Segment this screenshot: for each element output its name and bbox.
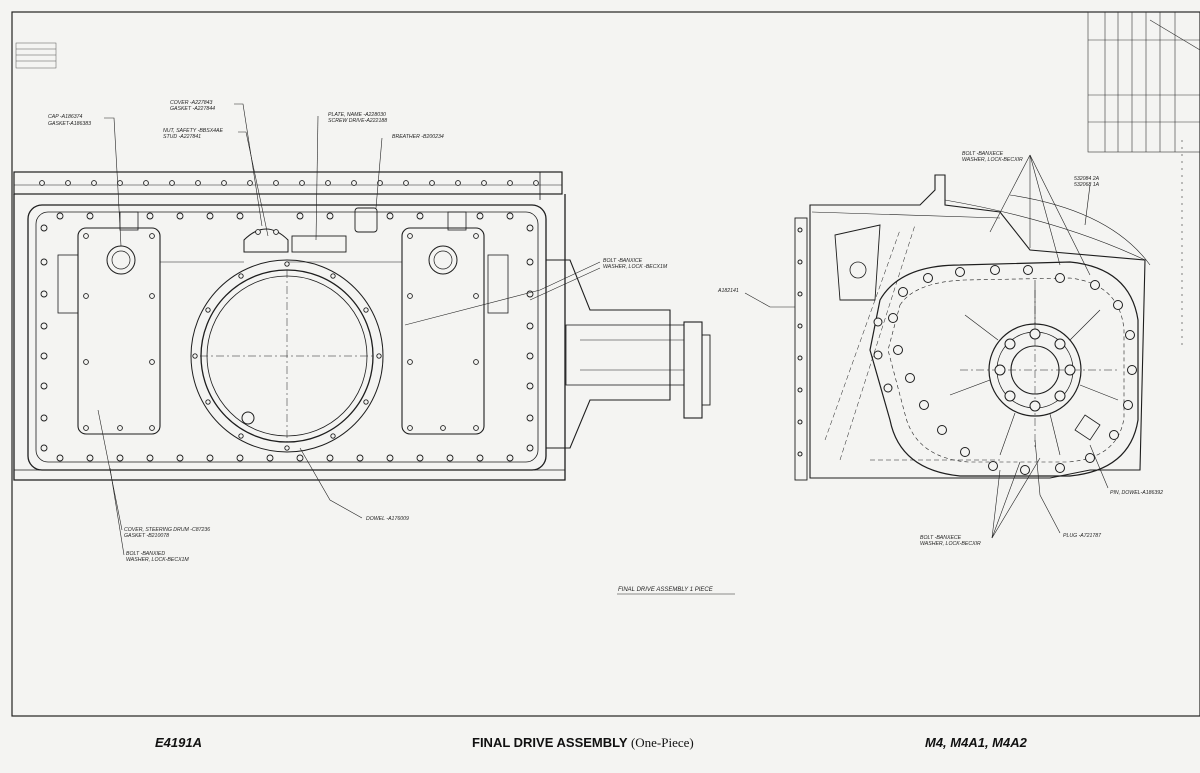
callout-bolt-side-bottom: BOLT -BANXECE [920,535,962,541]
callout-bolt-bottom: BOLT -BANXIED [126,551,165,557]
callout-nut-safety: NUT, SAFETY -BBSX4AE [163,128,224,134]
leader-lines [97,103,1109,556]
callout-plate-name: PLATE, NAME -A228030 [328,112,386,118]
callout-cover: COVER -A227843 [170,100,213,106]
callout-washer-side-top: WASHER, LOCK-BECXIR [962,157,1023,163]
assembly-label: FINAL DRIVE ASSEMBLY 1 PIECE [618,587,714,593]
callout-plug: PLUG -A721787 [1063,533,1102,539]
front-view [13,171,711,481]
drawing-title: FINAL DRIVE ASSEMBLY (One-Piece) [472,735,694,757]
callout-washer-right: WASHER, LOCK -BECX1M [603,264,668,270]
drawing-id: E4191A [155,735,202,750]
drawing-title-sub: (One-Piece) [630,735,694,750]
front-view-bolts [39,180,539,462]
callout-stud: STUD -A227841 [163,134,201,140]
callout-gasket-cover: GASKET -A227844 [170,106,215,112]
callout-dowel: DOWEL -A176009 [366,516,409,522]
callout-bolt-side-top: BOLT -BANXECE [962,151,1004,157]
callout-gasket-steering: GASKET -B210078 [124,533,169,539]
callout-screw-drive: SCREW DRIVE-A222188 [328,118,387,124]
top-left-stamp [15,42,57,69]
callout-washer-bottom: WASHER, LOCK-BECX1M [126,557,189,563]
drawing-title-main: FINAL DRIVE ASSEMBLY [472,735,628,750]
side-note-2: 532068 1A [1074,182,1100,188]
drawing-border [11,11,1200,717]
revision-block [1087,11,1200,350]
callout-cover-steering: COVER, STEERING DRUM -C87236 [124,527,210,533]
callout-bolt-right: BOLT -BANXICE [603,258,643,264]
callout-labels: CAP -A186374 GASKET-A186383 COVER -A2278… [48,100,1163,563]
callout-washer-side-bottom: WASHER, LOCK-BECXIR [920,541,981,547]
callout-cap: CAP -A186374 [48,114,83,120]
drawing-models: M4, M4A1, M4A2 [925,735,1027,750]
callout-pin-dowel: PIN, DOWEL-A186392 [1110,490,1163,496]
callout-side-part: A182141 [717,288,739,294]
callout-breather: BREATHER -B200234 [392,134,444,140]
side-view [794,174,1151,481]
side-view-bolts [797,227,1137,475]
callout-gasket-cap: GASKET-A186383 [48,121,91,127]
side-note-1: 532084 2A [1074,176,1100,182]
